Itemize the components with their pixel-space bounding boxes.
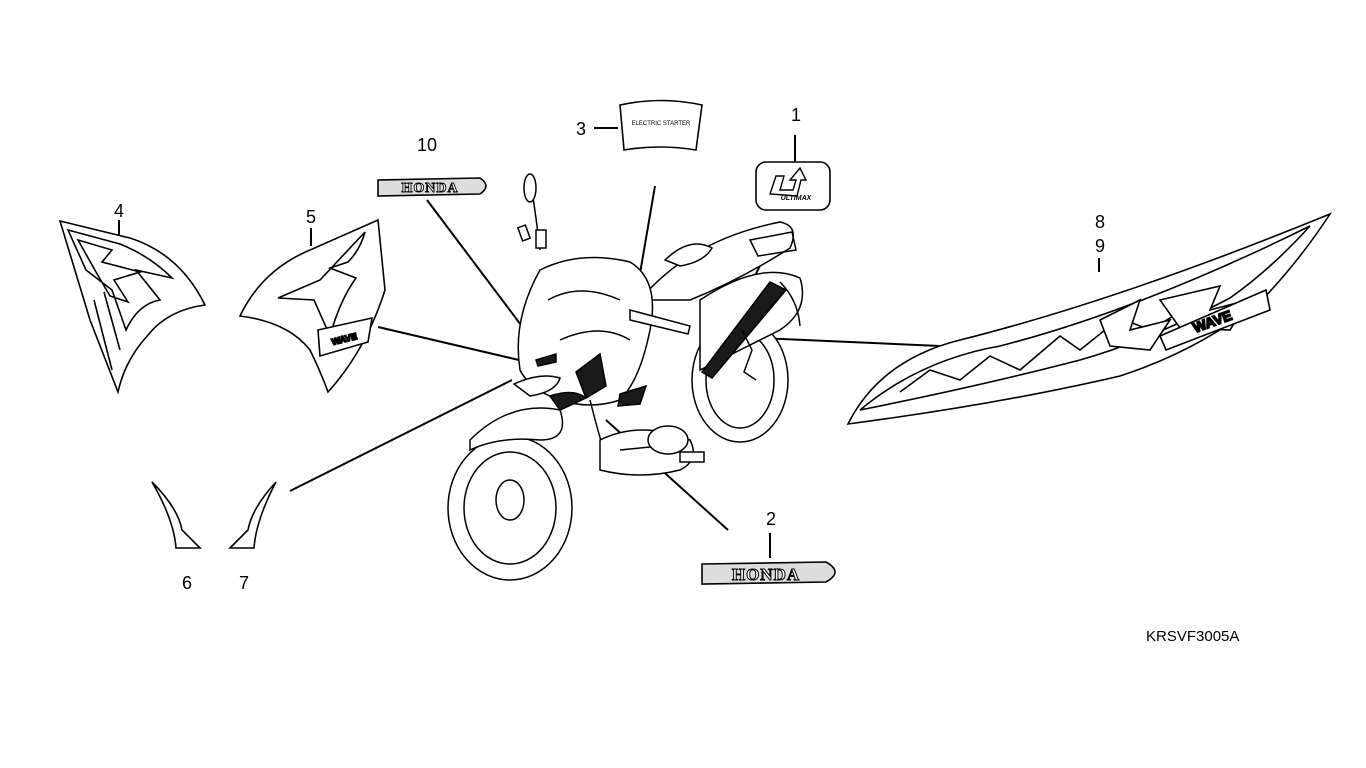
callout-7: 7 — [238, 573, 250, 593]
callout-8: 8 — [1094, 212, 1106, 232]
part-1-ultimax-mark: ULTIMAX — [755, 161, 831, 211]
part-6-sticker — [151, 481, 202, 549]
part-5-stripe: WAVE — [238, 218, 386, 394]
part-7-sticker — [228, 481, 277, 549]
part-10-honda-emblem: HONDA — [377, 177, 487, 197]
ultimax-text: ULTIMAX — [781, 195, 813, 202]
callout-5: 5 — [305, 207, 317, 227]
part-3-electric-starter-sticker: ELECTRIC STARTER — [619, 99, 703, 151]
callout-4: 4 — [113, 201, 125, 221]
honda-emblem-large-text: HONDA — [732, 565, 800, 584]
diagram-code: KRSVF3005A — [1146, 628, 1240, 645]
callout-10: 10 — [416, 135, 438, 155]
callout-2: 2 — [765, 509, 777, 529]
electric-starter-text: ELECTRIC STARTER — [632, 121, 691, 127]
callout-3: 3 — [575, 119, 587, 139]
part-2-honda-emblem: HONDA — [701, 561, 836, 585]
part-8-9-body-stripe: WAVE — [846, 212, 1333, 425]
leader-line-89-to-bike — [759, 337, 941, 347]
callout-1: 1 — [790, 105, 802, 125]
motorcycle-illustration — [447, 173, 804, 581]
part-4-stripe — [58, 219, 207, 395]
leader-line-67-to-bike — [289, 379, 513, 492]
callout-6: 6 — [181, 573, 193, 593]
honda-emblem-small-text: HONDA — [401, 181, 458, 196]
callout-9: 9 — [1094, 236, 1106, 256]
